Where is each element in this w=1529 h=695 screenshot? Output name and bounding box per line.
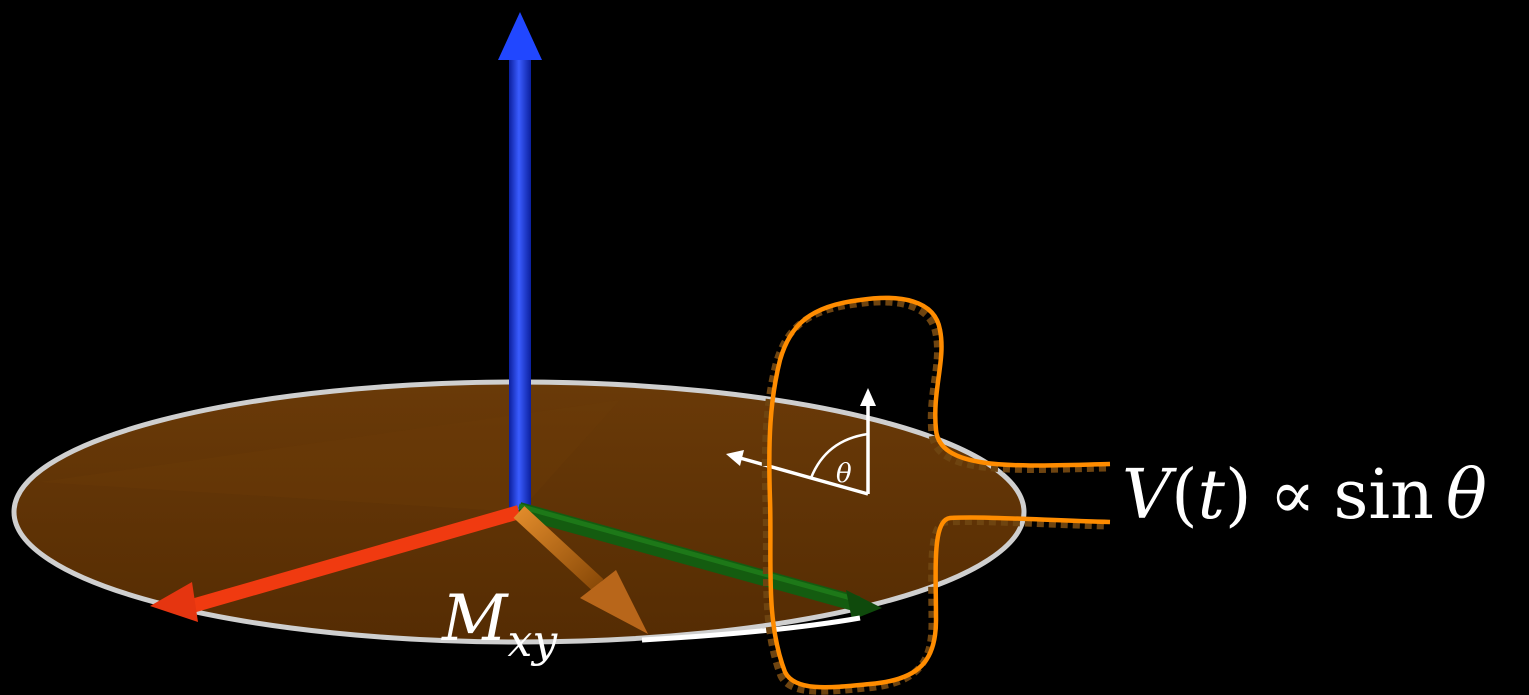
voltage-symbol: V [1122,456,1177,535]
disk-shading-wedge [40,400,620,512]
theta-label: θ [836,459,852,489]
magnetization-vector-arrow [513,506,648,634]
y-axis-arrow [516,502,882,620]
magnetization-subscript: xy [508,616,559,667]
magnetization-label: Mxy [441,582,558,667]
sine-function: sin [1334,456,1434,535]
proportional-symbol: ∝ [1270,456,1316,535]
coil-loop [767,295,1111,690]
voltage-close-paren: ) [1225,456,1252,535]
magnetization-symbol: M [441,582,509,656]
voltage-open-paren: ( [1171,456,1198,535]
x-axis-arrow [150,505,521,622]
theta-angle-marker: θ [726,388,876,496]
voltage-time-symbol: t [1198,456,1226,535]
rotation-arc [641,615,861,643]
z-axis-arrow [498,12,542,510]
pickup-coil [761,295,1111,695]
voltage-theta-symbol: θ [1446,456,1487,535]
